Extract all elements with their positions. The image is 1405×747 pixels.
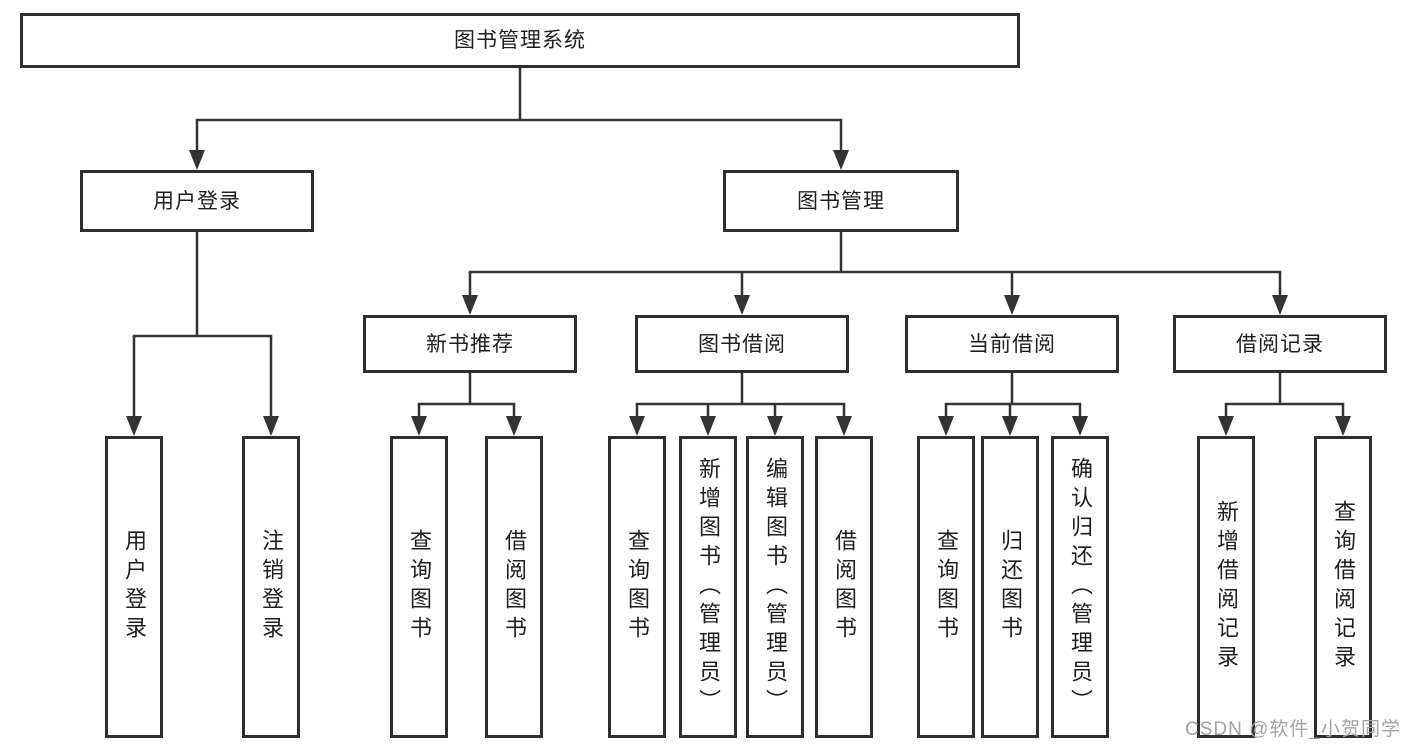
node-leaf-bb-edit: 编辑图书（管理员） bbox=[746, 436, 804, 738]
node-leaf-cb-confirm: 确认归还（管理员） bbox=[1051, 436, 1109, 738]
node-book-borrow: 图书借阅 bbox=[635, 315, 849, 373]
node-leaf-cb-return: 归还图书 bbox=[981, 436, 1039, 738]
node-leaf-nb-query: 查询图书 bbox=[390, 436, 448, 738]
node-library-system: 图书管理系统 bbox=[20, 13, 1020, 68]
node-leaf-logout: 注销登录 bbox=[242, 436, 300, 738]
node-book-management: 图书管理 bbox=[723, 170, 959, 232]
node-borrow-records: 借阅记录 bbox=[1173, 315, 1387, 373]
node-leaf-bb-query: 查询图书 bbox=[608, 436, 666, 738]
node-user-login: 用户登录 bbox=[80, 170, 314, 232]
node-leaf-br-query: 查询借阅记录 bbox=[1314, 436, 1372, 738]
node-current-borrow: 当前借阅 bbox=[905, 315, 1119, 373]
node-leaf-cb-query: 查询图书 bbox=[917, 436, 975, 738]
node-leaf-nb-borrow: 借阅图书 bbox=[485, 436, 543, 738]
node-leaf-br-add: 新增借阅记录 bbox=[1197, 436, 1255, 738]
node-leaf-user-login: 用户登录 bbox=[105, 436, 163, 738]
node-leaf-bb-borrow: 借阅图书 bbox=[815, 436, 873, 738]
watermark-text: CSDN @软件_小贺同学 bbox=[1185, 719, 1401, 740]
node-new-book-recommend: 新书推荐 bbox=[363, 315, 577, 373]
node-leaf-bb-add: 新增图书（管理员） bbox=[679, 436, 737, 738]
